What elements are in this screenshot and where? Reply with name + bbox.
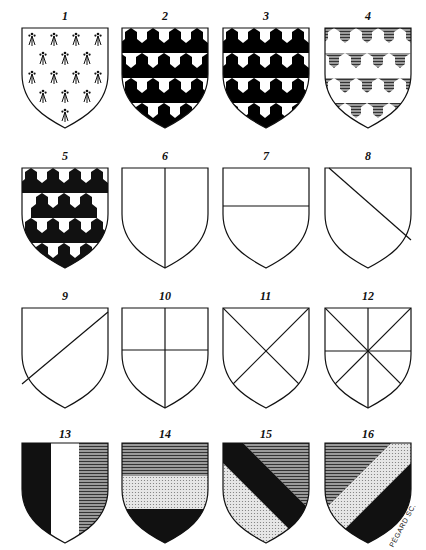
callout-number: 3: [263, 10, 269, 22]
callout-number: 14: [159, 428, 171, 440]
callout-number: 10: [159, 290, 171, 302]
callout-number: 9: [62, 290, 68, 302]
callout-number: 8: [365, 150, 371, 162]
callout-number: 16: [362, 428, 374, 440]
callout-number: 4: [365, 10, 371, 22]
callout-number: 2: [162, 10, 168, 22]
callout-number: 5: [62, 150, 68, 162]
callout-number: 7: [263, 150, 269, 162]
callout-number: 1: [62, 10, 68, 22]
callout-number: 13: [59, 428, 71, 440]
callout-number: 11: [260, 290, 271, 302]
callout-number: 6: [162, 150, 168, 162]
callout-number: 15: [260, 428, 272, 440]
callout-number: 12: [362, 290, 374, 302]
